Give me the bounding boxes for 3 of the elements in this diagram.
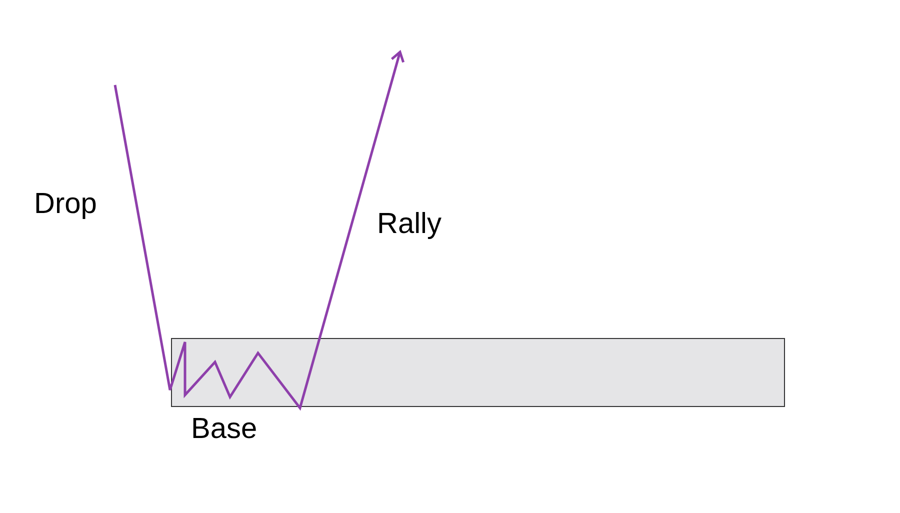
- phase-label: Rally: [377, 207, 442, 242]
- zone-label: Base: [191, 412, 258, 447]
- phase-label: Drop: [34, 187, 97, 222]
